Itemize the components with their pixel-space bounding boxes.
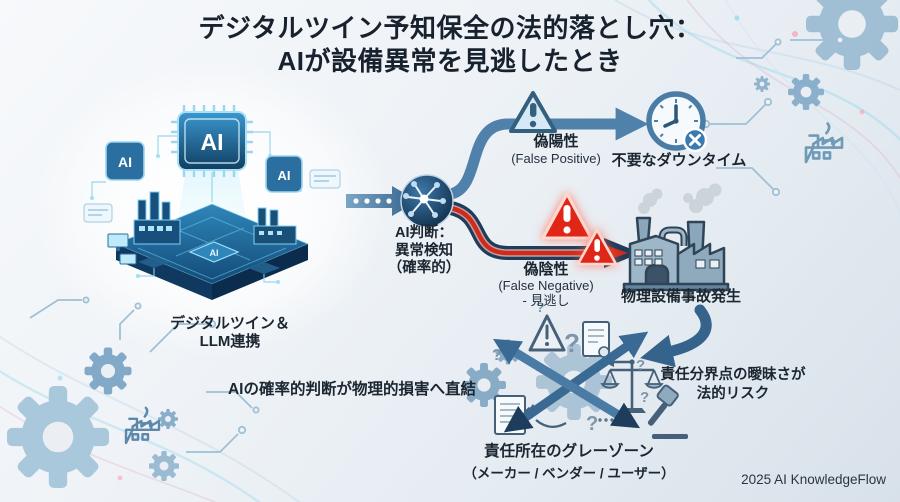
ai-chip-right: AI: [265, 155, 303, 193]
legal-risk-line2: 法的リスク: [696, 386, 770, 402]
clock-downtime-icon: [646, 91, 708, 153]
downtime-label: 不要なダウンタイム: [611, 152, 747, 169]
crossing-arrow: [503, 331, 649, 433]
factory-outline-icon: [804, 122, 844, 164]
ai-chip-main: AI: [171, 105, 253, 177]
question-mark: ?: [586, 413, 598, 435]
connector-dots: [90, 154, 302, 284]
gear-icon: [158, 409, 178, 429]
gear-icon: [536, 344, 612, 420]
monitor-icon: [107, 233, 137, 265]
chip-connectors: [91, 131, 278, 283]
node-label-line3: （確率的）: [387, 260, 461, 276]
illustration-glow: [34, 58, 390, 358]
question-mark: ?: [636, 357, 645, 374]
ellipsis-dots: [598, 418, 614, 422]
ai-chip-label: AI: [118, 154, 132, 170]
twin-label-line2: LLM連携: [199, 333, 261, 350]
ai-chip-left: AI: [105, 141, 145, 181]
gray-zone-label: 責任所在のグレーゾーン （メーカー / ベンダー / ユーザー）: [444, 439, 694, 482]
small-arrow-left: [604, 357, 632, 367]
gray-zone-title: 責任所在のグレーゾーン: [484, 443, 654, 460]
small-curved-arrow: [535, 419, 567, 428]
false-positive-label: 偽陽性 (False Positive): [492, 133, 620, 167]
accident-label: 物理設備事故発生: [620, 288, 741, 305]
gear-icon: [149, 451, 179, 481]
warning-triangle-blue-icon: [509, 91, 557, 133]
circuit-platform: [114, 203, 310, 300]
legal-risk-message: 責任分界点の曖昧さが 法的リスク: [652, 366, 814, 404]
input-arrow: [346, 186, 418, 216]
title-line1: デジタルツイン予知保全の法的落とし穴：: [198, 13, 702, 43]
ai-chip-platform: AI: [138, 241, 280, 274]
gear-icon: [7, 386, 110, 488]
ai-chip-label: AI: [278, 168, 291, 183]
gray-zone-sub: （メーカー / ベンダー / ユーザー）: [463, 466, 675, 481]
fn-name: 偽陰性: [523, 261, 569, 278]
page-title: デジタルツイン予知保全の法的落とし穴： AIが設備異常を見逃したとき: [0, 12, 900, 78]
crossing-arrow: [493, 338, 640, 429]
node-label-line2: 異常検知: [395, 242, 453, 259]
ai-decision-node-icon: [400, 174, 454, 228]
twin-label-line1: デジタルツイン＆: [170, 315, 290, 332]
credit-text: 2025 AI KnowledgeFlow: [741, 472, 886, 487]
contract-icon: [494, 395, 535, 435]
gear-icon: [754, 76, 770, 92]
ai-decision-label: AI判断： 異常検知 （確率的）: [358, 225, 490, 278]
info-card: [83, 169, 341, 223]
digital-twin-illustration: AI AI AI AI: [80, 100, 344, 328]
node-label-line1: AI判断：: [395, 225, 453, 241]
fn-english: (False Negative): [498, 278, 594, 293]
digital-twin-label: デジタルツイン＆ LLM連携: [118, 315, 342, 351]
ai-chip-label: AI: [201, 129, 224, 155]
warning-triangle-outline-icon: [528, 314, 566, 352]
gear-icon: [84, 347, 132, 395]
question-mark: ?: [492, 347, 502, 364]
legal-risk-line1: 責任分界点の曖昧さが: [660, 367, 806, 383]
false-negative-label: 偽陰性 (False Negative) - 見逃し: [480, 261, 612, 308]
warning-triangle-red-icon: [576, 228, 618, 266]
gear-icon: [495, 339, 521, 365]
factory-outline-icon: [124, 406, 161, 445]
twin-factory-right: [253, 207, 297, 245]
document-icon: [582, 321, 610, 358]
factory-accident-icon: [622, 183, 730, 292]
factory-to-cluster-arrow: [640, 304, 712, 368]
fp-name: 偽陽性: [533, 133, 579, 150]
fp-english: (False Positive): [511, 151, 601, 166]
gear-icon: [788, 74, 824, 110]
pen-icon: [510, 407, 531, 430]
question-mark: ?: [564, 328, 580, 358]
fn-note: - 見逃し: [522, 293, 570, 308]
question-marks: ? ? ? ? ? ?: [492, 299, 649, 435]
question-mark: ?: [640, 389, 649, 406]
direct-link-message: AIの確率的判断が物理的損害へ直結: [227, 381, 476, 398]
title-line2: AIが設備異常を見逃したとき: [277, 46, 623, 76]
data-beam: [174, 144, 250, 246]
smoke: [638, 183, 722, 214]
twin-factory-left: [133, 191, 181, 245]
warning-triangle-red-icon: [541, 192, 593, 240]
ai-chip-label: AI: [210, 248, 219, 258]
